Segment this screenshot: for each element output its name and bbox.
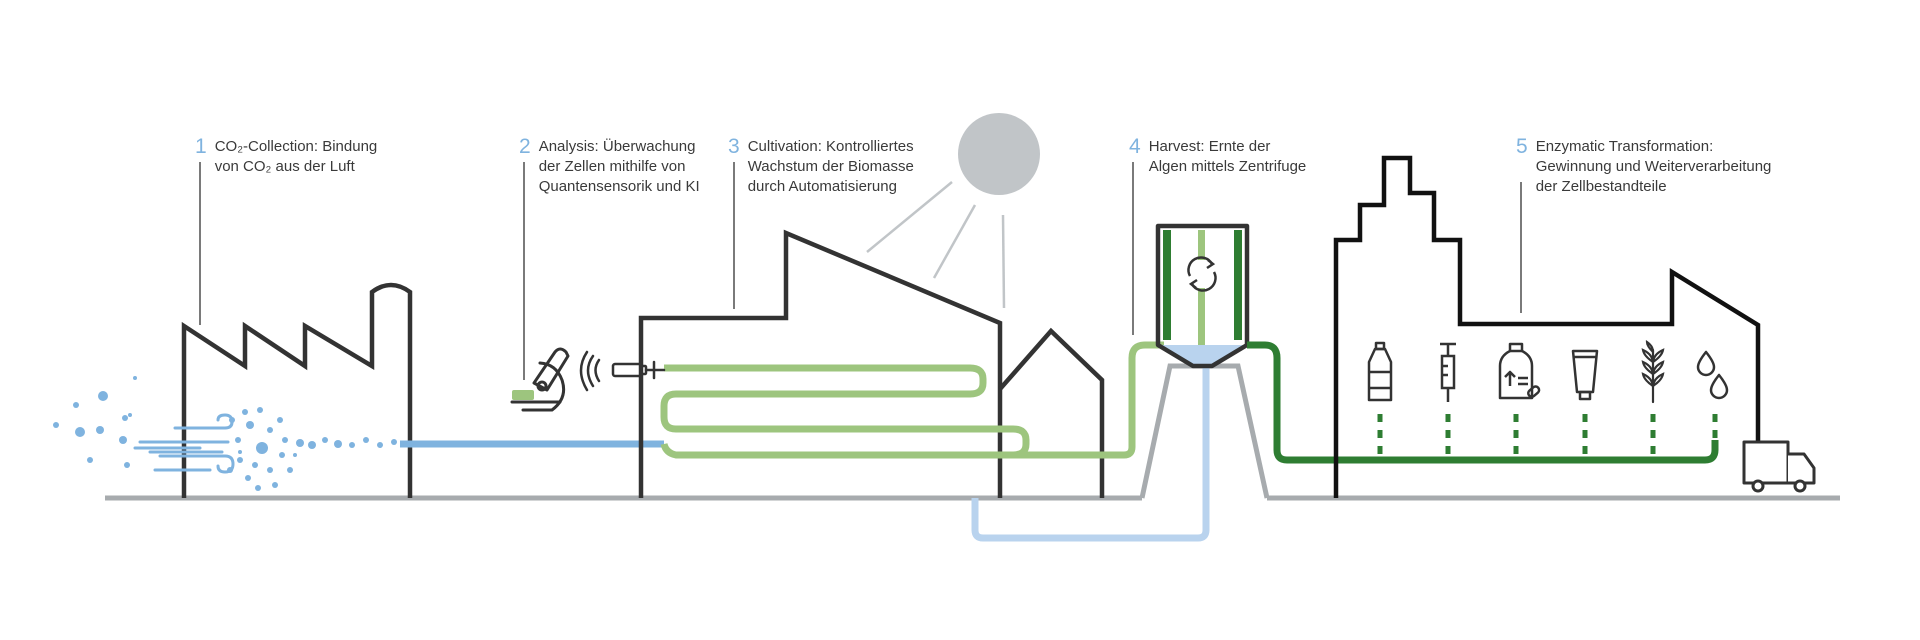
step-text-line: Algen mittels Zentrifuge [1148,158,1307,175]
step-text-line: der Zellbestandteile [1535,178,1667,195]
step-number: 4 [1129,135,1141,158]
drops-icon [1696,350,1729,400]
factory-icon [181,282,413,498]
syringe-icon [1440,342,1456,402]
product-building [1333,155,1761,498]
air-particles-icon [53,376,397,491]
sun-icon [866,113,1040,309]
step-text-line: von CO₂ aus der Luft [214,158,355,175]
lab-building [638,229,1105,498]
step-3-label: 3 Cultivation: Kontrolliertes Wachstum d… [728,135,914,197]
step-text-line: Harvest: Ernte der [1148,138,1271,155]
wheat-icon [1641,339,1665,404]
step-text-line: Gewinnung und Weiterverarbeitung [1535,158,1772,175]
step-5-label: 5 Enzymatic Transformation: Gewinnung un… [1516,135,1772,197]
cultivation-to-harvest-pipe [676,341,1164,459]
step-2-label: 2 Analysis: Überwachung der Zellen mithi… [519,135,700,197]
step-text-line: Cultivation: Kontrolliertes [747,138,914,155]
step-number: 1 [195,135,207,158]
step-text-line: der Zellen mithilfe von [538,158,686,175]
step-4-label: 4 Harvest: Ernte der Algen mittels Zentr… [1129,135,1307,177]
step-text-line: Enzymatic Transformation: [1535,138,1714,155]
sensor-signal-icon [579,350,666,392]
centrifuge-icon [1155,223,1250,369]
bottle-icon [1367,341,1393,402]
step-number: 2 [519,135,531,158]
return-pipe [971,368,1210,542]
step-text-line: Analysis: Überwachung [538,138,696,155]
step-number: 5 [1516,135,1528,158]
microscope-icon [510,347,570,412]
step-text-line: Wachstum der Biomasse [747,158,914,175]
delivery-truck-icon [1742,440,1816,493]
step-1-label: 1 CO₂-Collection: Bindung von CO₂ aus de… [195,135,378,177]
cream-tube-icon [1571,349,1599,401]
medicine-bottle-icon [1498,342,1541,400]
product-dashes [1377,414,1718,458]
leader-lines [199,162,1522,380]
product-pipe [1247,341,1719,464]
step-number: 3 [728,135,740,158]
step-text-line: Quantensensorik und KI [538,178,700,195]
rotation-icon [1187,256,1217,292]
air-stream-lines [133,413,235,474]
cultivation-pipe [660,364,1030,459]
step-text-line: durch Automatisierung [747,178,897,195]
step-text-line: CO₂-Collection: Bindung [214,138,378,155]
